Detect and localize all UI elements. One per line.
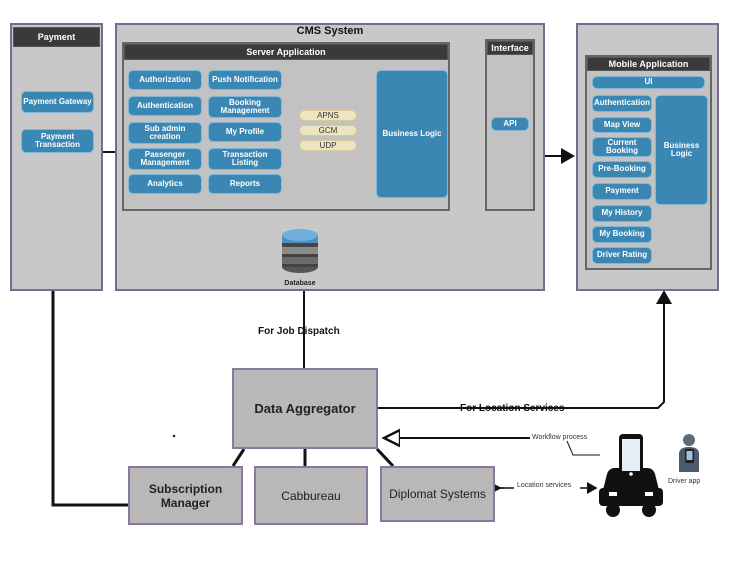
map-view-button[interactable]: Map View <box>592 117 652 133</box>
line-workflow-car <box>566 440 600 456</box>
mobile-business-logic-button[interactable]: Business Logic <box>655 95 708 205</box>
car-phone-icon <box>597 432 665 518</box>
server-application-box: Server Application Authorization Authent… <box>122 42 450 211</box>
driver-app-label: Driver app <box>668 478 701 485</box>
pre-booking-button[interactable]: Pre-Booking <box>592 161 652 178</box>
driver-app-icon <box>676 432 704 474</box>
payment-title: Payment <box>13 27 100 47</box>
mobile-inner-box: Mobile Application UI Authentication Map… <box>585 55 712 270</box>
payment-panel: Payment Payment Gateway Payment Transact… <box>10 23 103 291</box>
payment-transaction-button[interactable]: Payment Transaction <box>21 129 94 153</box>
my-history-button[interactable]: My History <box>592 205 652 222</box>
mobile-title: Mobile Application <box>587 57 710 71</box>
data-aggregator-box[interactable]: Data Aggregator <box>232 368 378 449</box>
sub-admin-button[interactable]: Sub admin creation <box>128 122 202 144</box>
interface-box: Interface API <box>485 39 535 211</box>
business-logic-button[interactable]: Business Logic <box>376 70 448 198</box>
my-profile-button[interactable]: My Profile <box>208 122 282 142</box>
current-booking-button[interactable]: Current Booking <box>592 137 652 157</box>
dot-mark <box>172 434 176 438</box>
job-dispatch-label: For Job Dispatch <box>258 326 340 337</box>
mobile-panel: Mobile Application UI Authentication Map… <box>576 23 719 291</box>
line-payment-subscription <box>51 291 128 507</box>
cabbureau-box[interactable]: Cabbureau <box>254 466 368 525</box>
passenger-management-button[interactable]: Passenger Management <box>128 148 202 170</box>
diplomat-systems-box[interactable]: Diplomat Systems <box>380 466 495 522</box>
server-title: Server Application <box>124 44 448 60</box>
cms-panel: CMS System Server Application Authorizat… <box>115 23 545 291</box>
line-agg-diplomat <box>375 447 395 468</box>
location-services-label: For Location Services <box>460 403 565 414</box>
push-notification-button[interactable]: Push Notification <box>208 70 282 90</box>
udp-pill: UDP <box>299 140 357 151</box>
driver-rating-button[interactable]: Driver Rating <box>592 247 652 264</box>
apns-pill: APNS <box>299 110 357 121</box>
my-booking-button[interactable]: My Booking <box>592 226 652 243</box>
authorization-button[interactable]: Authorization <box>128 70 202 90</box>
mobile-payment-button[interactable]: Payment <box>592 183 652 200</box>
authentication-button[interactable]: Authentication <box>128 96 202 116</box>
line-agg-subscription <box>231 448 246 467</box>
database-icon: Database <box>279 227 321 287</box>
workflow-process-label: Workflow process <box>532 434 588 441</box>
mobile-authentication-button[interactable]: Authentication <box>592 95 652 112</box>
interface-title: Interface <box>487 41 533 55</box>
transaction-listing-button[interactable]: Transaction Listing <box>208 148 282 170</box>
arrow-location-services <box>378 290 672 409</box>
location-services-small-label: Location services <box>517 482 572 489</box>
cms-title: CMS System <box>296 25 364 37</box>
database-label: Database <box>284 280 316 287</box>
api-button[interactable]: API <box>491 117 529 131</box>
analytics-button[interactable]: Analytics <box>128 174 202 194</box>
gcm-pill: GCM <box>299 125 357 136</box>
ui-button[interactable]: UI <box>592 76 705 89</box>
payment-gateway-button[interactable]: Payment Gateway <box>21 91 94 113</box>
booking-management-button[interactable]: Booking Management <box>208 96 282 118</box>
subscription-manager-box[interactable]: Subscription Manager <box>128 466 243 525</box>
reports-button[interactable]: Reports <box>208 174 282 194</box>
